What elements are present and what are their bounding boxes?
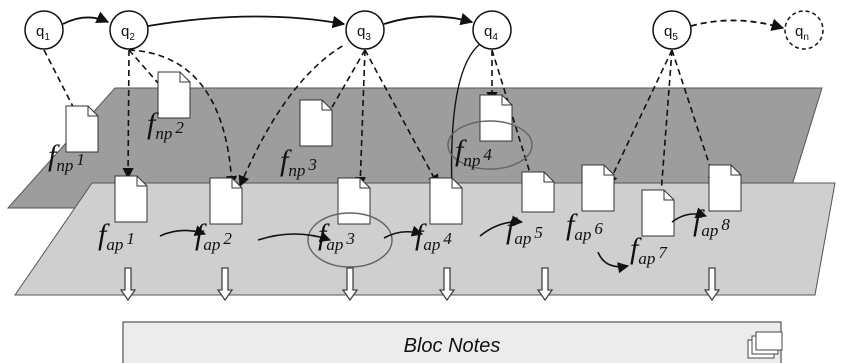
stacked-pages-icon [747,331,783,359]
doc-ap6 [581,164,615,212]
query-node-q1: q1 [24,10,64,50]
svg-text:q5: q5 [664,23,678,43]
solid-link-ap4-q4 [450,43,481,193]
query-node-q3: q3 [345,10,385,50]
doc-np3 [299,99,333,147]
query-node-q5: q5 [652,10,692,50]
doc-ap3 [337,177,371,225]
arrow-q3-q4 [383,12,474,26]
doc-ap1 [114,175,148,223]
doc-ap4 [429,177,463,225]
doc-ap5 [521,171,555,213]
svg-text:q1: q1 [36,23,50,43]
arrow-q1-q2 [62,11,110,25]
arrow-q5-qn [690,18,785,31]
doc-ap2 [209,177,243,225]
arrow-q2-q3 [147,15,346,29]
doc-ap7 [641,189,675,237]
svg-text:q2: q2 [121,23,135,43]
down-arrows [119,267,721,302]
svg-text:q3: q3 [357,23,371,43]
svg-text:q4: q4 [484,23,498,43]
doc-np1 [65,105,99,153]
doc-np4 [479,94,513,142]
bloc-notes-label: Bloc Notes [404,335,501,357]
doc-ap8 [708,164,742,212]
query-node-qn: qn [784,10,824,50]
query-node-q2: q2 [109,10,149,50]
highlight-ellipse-np4 [447,120,533,170]
highlight-ellipse-ap3 [307,212,393,268]
bloc-notes-box [122,321,782,363]
doc-np2 [157,71,191,119]
ap-sequence-arrows [159,207,708,274]
query-node-q4: q4 [472,10,512,50]
svg-text:qn: qn [795,23,809,43]
